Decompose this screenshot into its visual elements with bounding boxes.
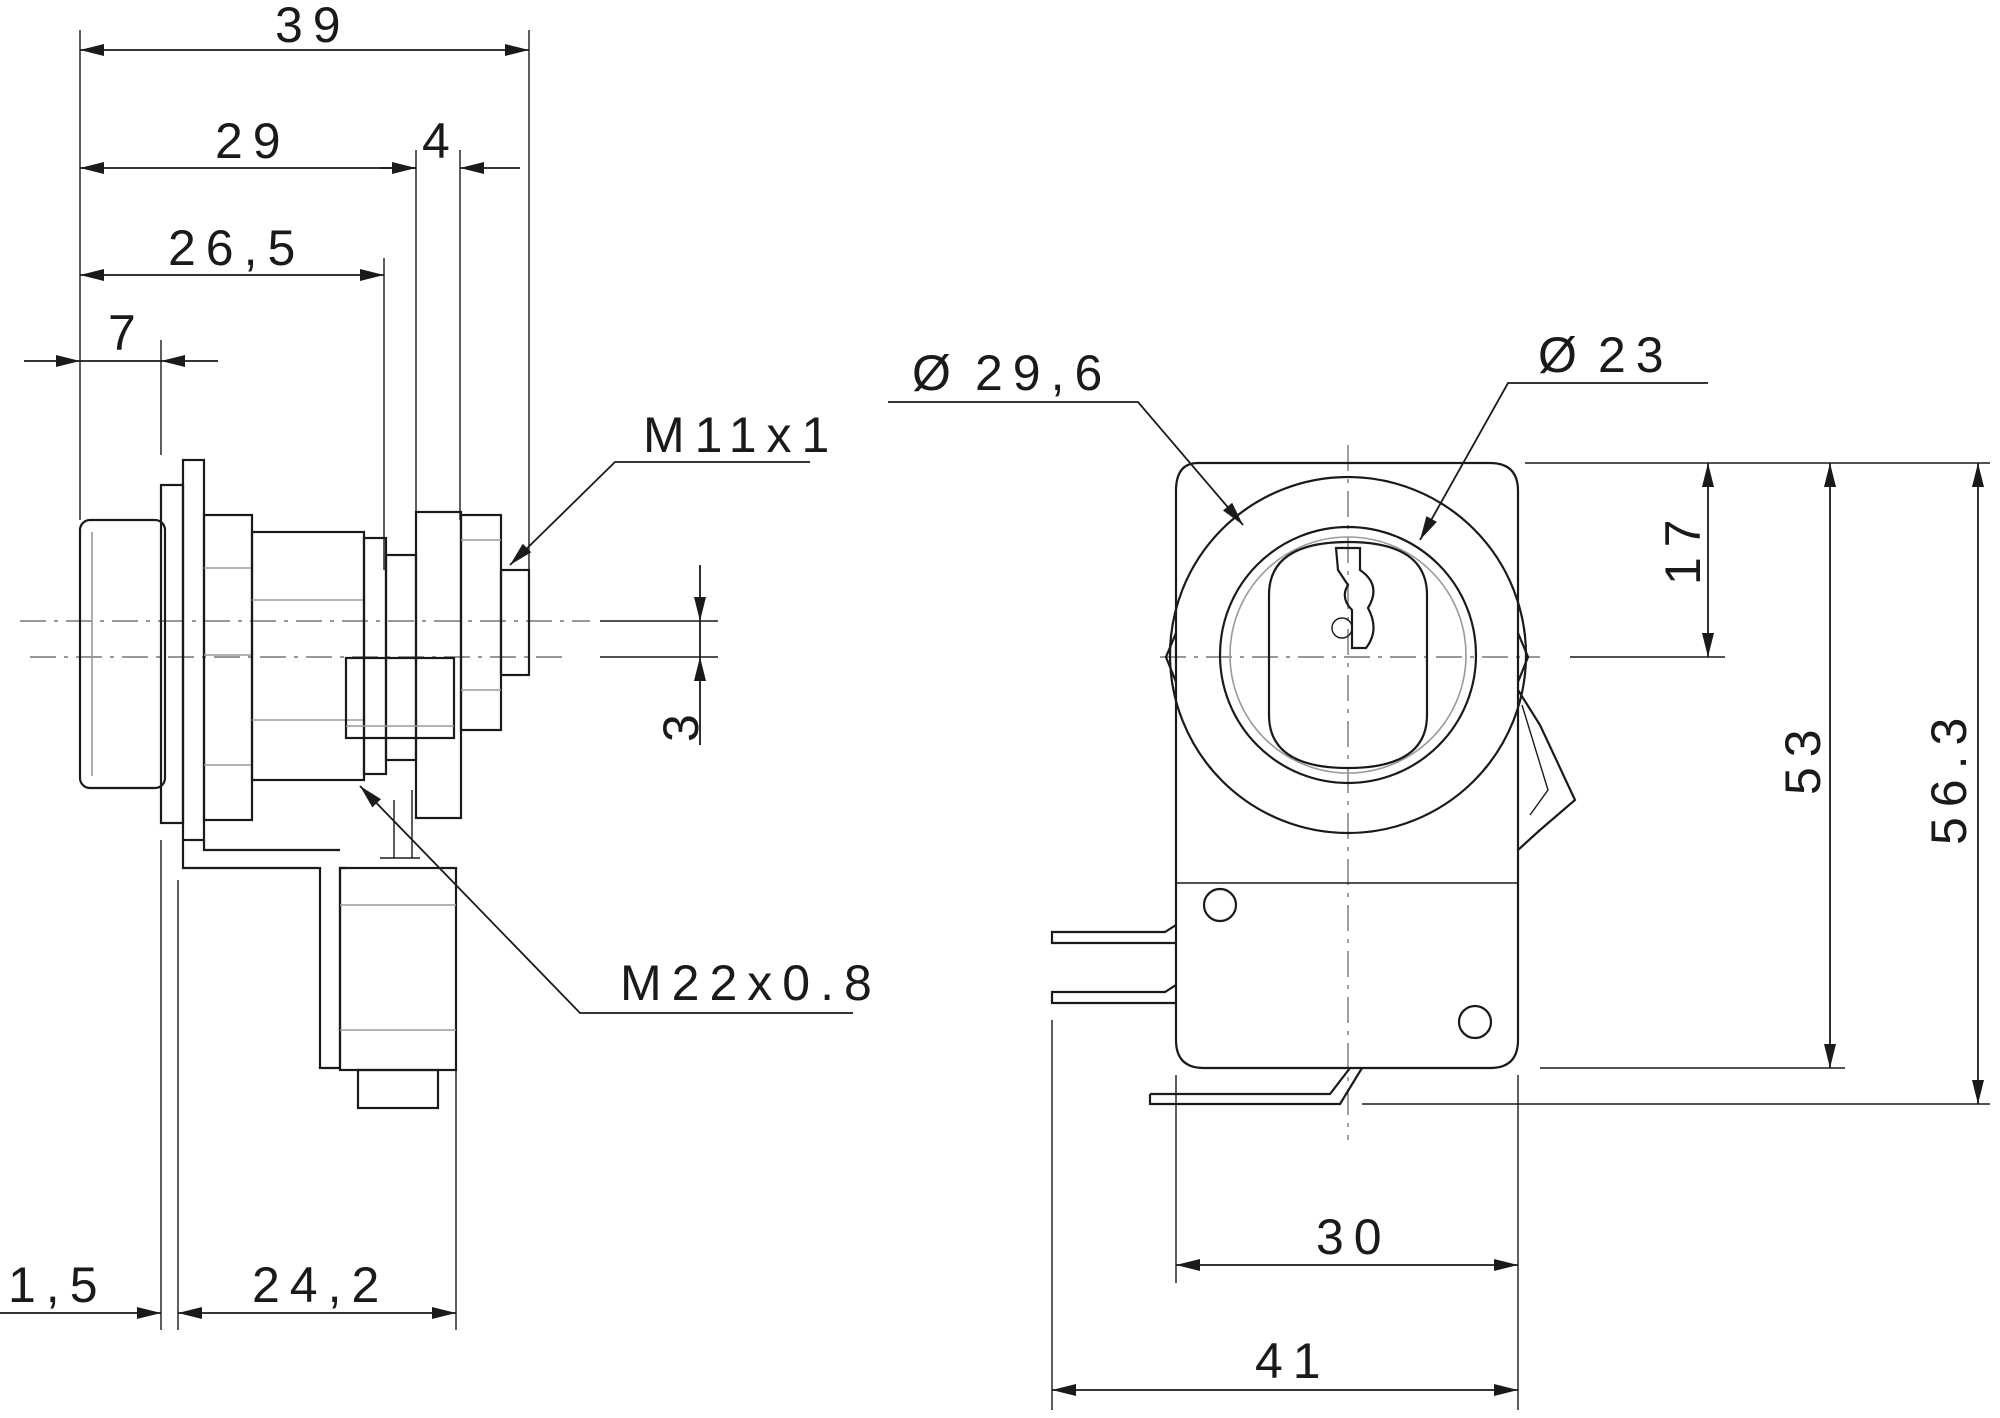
lock-face-circles xyxy=(1168,475,1528,835)
dim-4-label: 4 xyxy=(422,113,460,169)
dim-39-label: 39 xyxy=(275,0,351,53)
dim-17-label: 17 xyxy=(1655,509,1711,585)
dim-24-2-label: 24,2 xyxy=(252,1257,389,1313)
dim-30-label: 30 xyxy=(1316,1209,1392,1265)
lock-housing-front xyxy=(1050,461,1577,1106)
front-view: Ø 29,6 Ø 23 17 53 56.3 30 xyxy=(888,327,1990,1410)
dia-23-symbol: Ø xyxy=(1538,327,1587,383)
dim-56-3-label: 56.3 xyxy=(1921,708,1977,845)
lock-cylinder-side xyxy=(78,458,531,1110)
dim-1-5-label: 1,5 xyxy=(8,1257,108,1313)
dim-3-label: 3 xyxy=(653,704,709,742)
dia-29-6-label: 29,6 xyxy=(975,345,1112,401)
dia-29-6-symbol: Ø xyxy=(912,345,961,401)
dim-7-label: 7 xyxy=(108,305,146,361)
dim-53-label: 53 xyxy=(1775,719,1831,795)
dim-26-5-label: 26,5 xyxy=(168,220,305,276)
dim-41-label: 41 xyxy=(1255,1333,1331,1389)
dia-23-label: 23 xyxy=(1598,327,1674,383)
thread-m11-label: M11x1 xyxy=(643,407,839,463)
dim-29-label: 29 xyxy=(215,113,291,169)
thread-m22-label: M22x0.8 xyxy=(620,955,882,1011)
side-view: 39 29 4 26,5 7 1,5 24,2 3 xyxy=(0,0,882,1330)
